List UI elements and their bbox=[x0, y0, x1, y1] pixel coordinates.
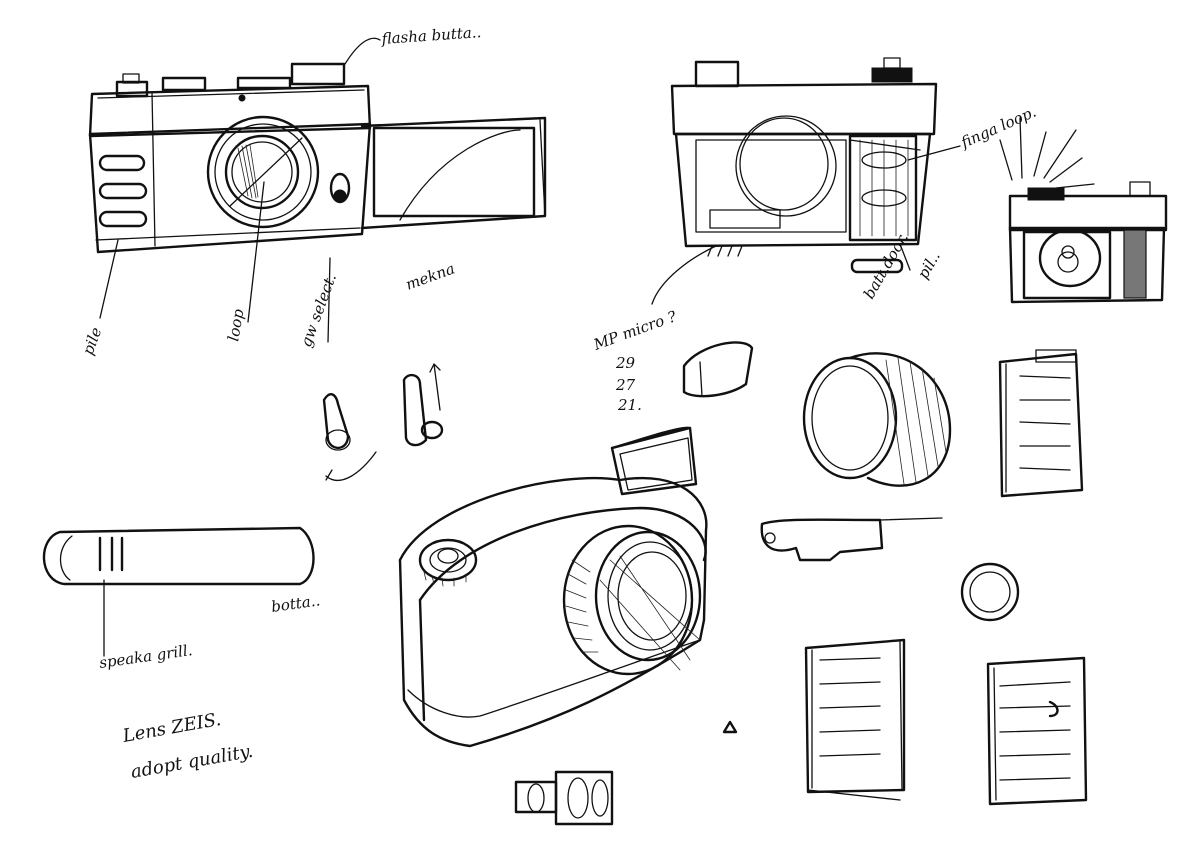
bottom-grip-sketch-2 bbox=[986, 656, 1088, 806]
note-button: botta.. bbox=[270, 591, 321, 616]
note-speaker-grill: speaka grill. bbox=[98, 641, 193, 672]
note-finger-loop: finga loop. bbox=[957, 103, 1039, 152]
note-adopt-quality: adopt quality. bbox=[129, 741, 254, 783]
note-num-1: 29 bbox=[615, 354, 636, 372]
note-mekna: mekna bbox=[403, 259, 457, 293]
camera-mini-sketch bbox=[999, 117, 1168, 304]
bottom-grip-sketch bbox=[804, 638, 906, 801]
lens-profile-sketch bbox=[514, 770, 614, 826]
triangle-mark bbox=[722, 720, 738, 734]
strap-lug-sketch bbox=[760, 517, 943, 562]
note-pile: pile bbox=[79, 325, 106, 358]
camera-perspective-sketch bbox=[398, 426, 708, 748]
button-bar-sketch bbox=[42, 526, 315, 657]
camera-back-sketch bbox=[651, 57, 961, 305]
note-pil: pil.. bbox=[914, 248, 944, 282]
note-lens-zeiss: Lens ZEIS. bbox=[120, 709, 222, 747]
note-mp-micro: MP micro ? bbox=[590, 307, 679, 354]
switch-parts-sketch bbox=[322, 363, 444, 481]
note-loop: loop bbox=[224, 307, 247, 342]
button-part-sketch bbox=[682, 341, 754, 398]
note-gw-select: gw select. bbox=[297, 271, 340, 349]
grip-part-sketch bbox=[998, 349, 1084, 498]
note-flash-button: flasha butta.. bbox=[380, 23, 482, 48]
note-num-2: 27 bbox=[615, 376, 636, 394]
note-num-3: 21. bbox=[617, 396, 642, 414]
lens-ring-sketch bbox=[802, 352, 952, 487]
camera-front-sketch bbox=[88, 37, 547, 343]
small-ring-sketch bbox=[960, 562, 1020, 622]
